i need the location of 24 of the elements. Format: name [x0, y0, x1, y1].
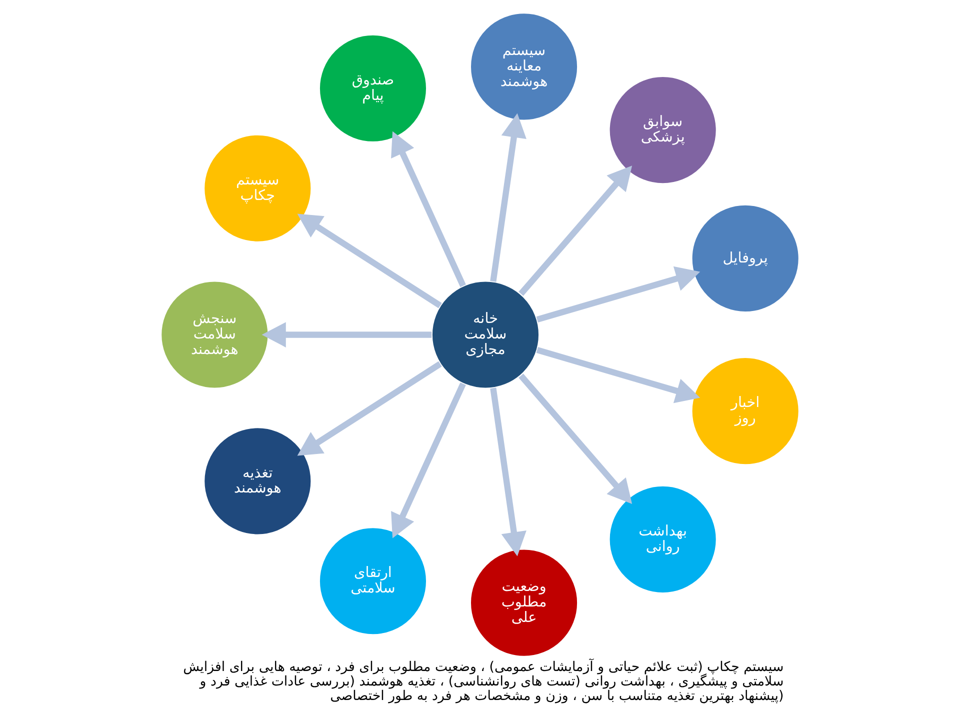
- arrow: [297, 360, 442, 456]
- caption: سیستم چکاپ (ثبت علائم حیاتی و آزمایشات عمومی) ، وضعیت مطلوب برای فرد ، توصیه هایی برای افزایش سلامتی و پیشگیری ، بهداشت روانی (تست های روانشناسی) ، تغذیه هوشمند (بررسی عادات غذایی فرد و پیشنهاد بهترین تغذیه متناسب با سن ، وزن و مشخصات هر فرد به طور اختصاصی): [183, 660, 784, 704]
- arrow: [518, 165, 632, 296]
- node-circle: پروفایل: [691, 204, 800, 312]
- arrow: [391, 382, 466, 538]
- arrow: [536, 346, 700, 403]
- arrow: [391, 130, 466, 287]
- arrow: [536, 266, 700, 322]
- node-circle: وضعیت مطلوب علی: [470, 548, 578, 656]
- node-circle: تغذیه هوشمند: [204, 426, 312, 535]
- arrow: [490, 387, 526, 556]
- arrow: [490, 112, 526, 282]
- node-circle: سیستم معاینه هوشمند: [470, 12, 578, 120]
- node-circle: سیستم چکاپ: [204, 134, 312, 242]
- arrow: [518, 373, 632, 504]
- arrow: [262, 322, 432, 347]
- node-circle: بهداشت روانی: [608, 484, 717, 593]
- node-circle: خانه سلامت مجازی: [431, 280, 540, 388]
- node-circle: صندوق پیام: [318, 34, 428, 142]
- node-circle: اخبار روز: [691, 356, 800, 465]
- arrow: [297, 213, 442, 308]
- node-circle: سوابق پزشکی: [608, 76, 717, 184]
- node-circle: ارتقای سلامتی: [318, 526, 428, 635]
- node-circle: سنجش سلامت هوشمند: [160, 280, 269, 388]
